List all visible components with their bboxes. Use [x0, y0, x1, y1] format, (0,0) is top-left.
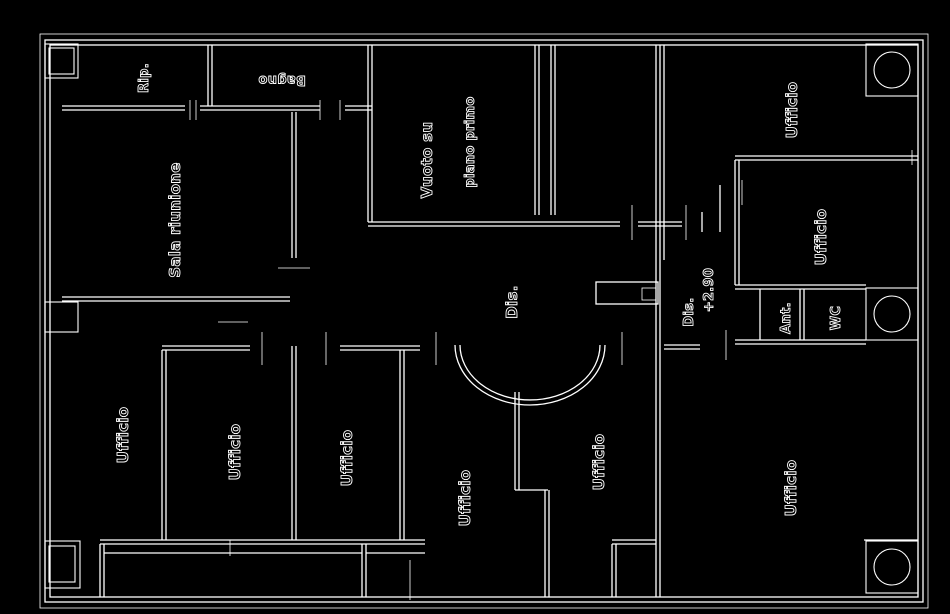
door-ticks	[189, 100, 913, 600]
label-ufficio-sw2: Ufficio	[226, 424, 244, 481]
label-ufficio-sw1: Ufficio	[114, 407, 132, 464]
label-dis-corridor: Dis.	[682, 297, 697, 326]
label-ufficio-ne: Ufficio	[783, 82, 801, 139]
room-labels: Rip. Bagno Vuoto su piano primo Sala riu…	[114, 63, 845, 527]
label-ufficio-se: Ufficio	[782, 460, 800, 517]
label-wc: WC	[829, 306, 844, 330]
label-sala-riunione: Sala riunione	[166, 162, 184, 278]
label-quota: +2.90	[702, 268, 717, 312]
label-bagno: Bagno	[258, 72, 306, 87]
label-ufficio-s2: Ufficio	[590, 434, 608, 491]
pillars	[44, 43, 919, 594]
interior-walls	[62, 45, 918, 597]
label-vuoto-sub: piano primo	[463, 96, 478, 187]
label-ufficio-s1: Ufficio	[456, 470, 474, 527]
label-antibagno: Ant.	[779, 302, 794, 334]
label-vuoto: Vuoto su	[418, 122, 436, 199]
label-ufficio-e: Ufficio	[812, 209, 830, 266]
label-ripostiglio: Rip.	[137, 63, 152, 93]
label-disimpegno: Dis.	[503, 285, 521, 318]
label-ufficio-sw3: Ufficio	[338, 430, 356, 487]
